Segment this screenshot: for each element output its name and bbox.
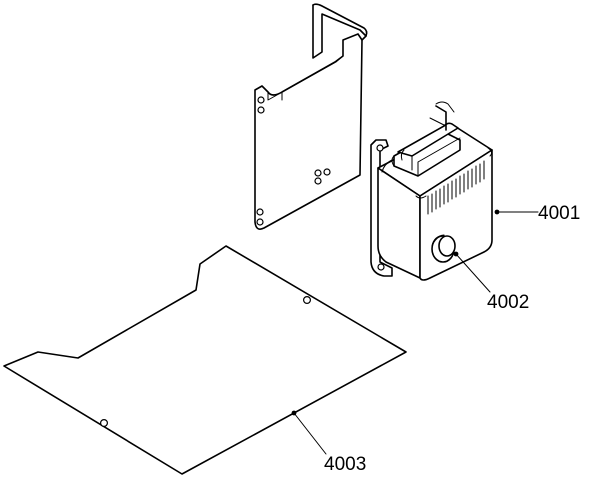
leader-4002 (455, 253, 491, 293)
vent-slots (427, 160, 485, 215)
knob-4002 (431, 234, 456, 263)
label-4002: 4002 (487, 292, 529, 313)
base-plate-4003 (3, 245, 407, 475)
leader-4003 (293, 412, 327, 455)
power-unit-4001 (370, 101, 539, 293)
mounting-bracket (254, 3, 368, 230)
label-4003: 4003 (324, 454, 366, 475)
label-4001: 4001 (538, 203, 580, 224)
